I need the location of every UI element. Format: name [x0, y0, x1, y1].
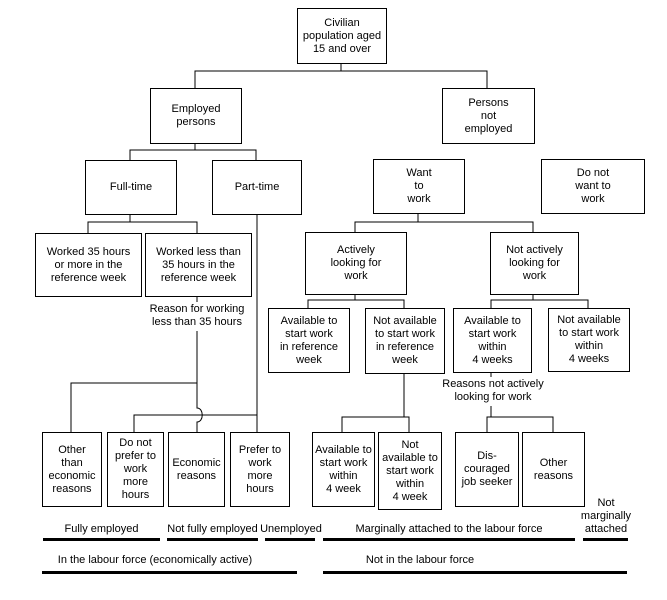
node-available-reference-week: Available to start work in reference wee…: [268, 308, 350, 373]
bar-marginally-attached: [323, 538, 575, 541]
node-actively-looking-for-work: Actively looking for work: [305, 232, 407, 295]
node-not-available-within-4-week: Not available to start work within 4 wee…: [378, 432, 442, 510]
node-part-time: Part-time: [212, 160, 302, 215]
node-economic-reasons: Economic reasons: [168, 432, 225, 507]
node-available-within-4-week: Available to start work within 4 week: [312, 432, 375, 507]
node-prefer-more-hours: Prefer to work more hours: [230, 432, 290, 507]
node-available-within-4-weeks: Available to start work within 4 weeks: [453, 308, 532, 373]
node-do-not-prefer-more-hours: Do not prefer to work more hours: [107, 432, 164, 507]
label-reasons-not-actively-looking: Reasons not actively looking for work: [442, 378, 544, 403]
label-in-labour-force: In the labour force (economically active…: [57, 554, 253, 566]
bar-in-labour-force: [42, 571, 297, 574]
bar-fully-employed: [43, 538, 160, 541]
node-persons-not-employed: Persons not employed: [442, 88, 535, 144]
bar-unemployed: [265, 538, 315, 541]
bar-not-in-labour-force: [323, 571, 627, 574]
label-fully-employed: Fully employed: [64, 523, 139, 535]
node-discouraged-job-seeker: Dis- couraged job seeker: [455, 432, 519, 507]
node-want-to-work: Want to work: [373, 159, 465, 214]
node-worked-less-than-35-hours: Worked less than 35 hours in the referen…: [145, 233, 252, 297]
label-unemployed: Unemployed: [260, 523, 322, 535]
label-reason-for-working-less: Reason for working less than 35 hours: [149, 303, 245, 328]
node-full-time: Full-time: [85, 160, 177, 215]
bar-not-marginally-attached: [583, 538, 628, 541]
node-worked-35-hours-or-more: Worked 35 hours or more in the reference…: [35, 233, 142, 297]
label-not-marginally-attached: Not marginally attached: [580, 497, 632, 535]
bar-not-fully-employed: [167, 538, 258, 541]
node-not-available-reference-week: Not available to start work in reference…: [365, 308, 445, 374]
node-not-actively-looking-for-work: Not actively looking for work: [490, 232, 579, 295]
label-not-fully-employed: Not fully employed: [167, 523, 258, 535]
node-employed-persons: Employed persons: [150, 88, 242, 144]
node-civilian-population: Civilian population aged 15 and over: [297, 8, 387, 64]
label-marginally-attached: Marginally attached to the labour force: [355, 523, 543, 535]
label-not-in-labour-force: Not in the labour force: [365, 554, 475, 566]
node-other-than-economic-reasons: Other than economic reasons: [42, 432, 102, 507]
node-do-not-want-to-work: Do not want to work: [541, 159, 645, 214]
node-other-reasons: Other reasons: [522, 432, 585, 507]
node-not-available-within-4-weeks: Not available to start work within 4 wee…: [548, 308, 630, 372]
